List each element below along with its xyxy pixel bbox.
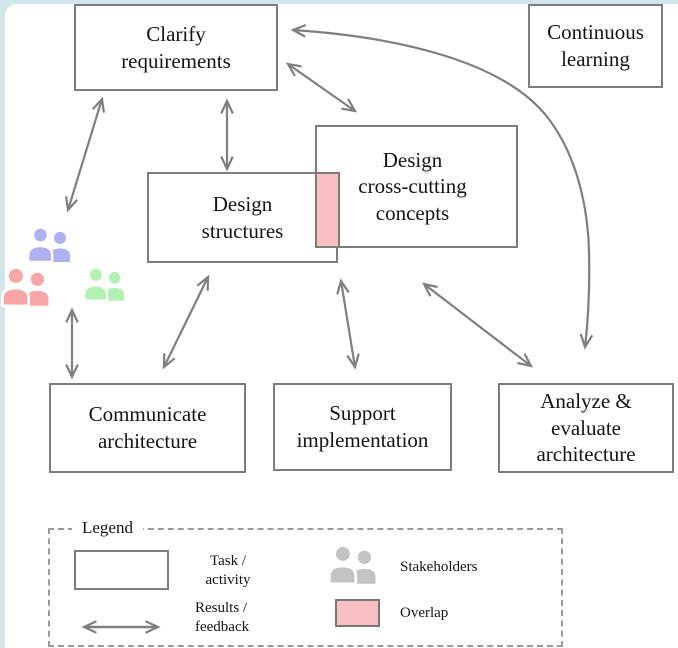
stakeholders-icon-gray (328, 544, 381, 586)
task-box-continuous-learning: Continuous learning (528, 4, 663, 88)
legend-stakeholders-label: Stakeholders (400, 559, 478, 575)
task-label: Design cross-cutting concepts (358, 147, 467, 225)
arrow-clarify-crosscutting (285, 62, 358, 113)
legend-title: Legend (72, 518, 143, 538)
stakeholders-icon-green (83, 266, 129, 303)
legend: Legend Task / activity Results / feedbac… (48, 518, 563, 647)
stakeholders-icon-blue (27, 226, 75, 264)
stakeholders-icon-red (1, 266, 54, 308)
task-box-support-implementation: Support implementation (273, 383, 452, 471)
arrow-stakeholders-clarify (65, 96, 105, 213)
legend-task-box-sample (74, 550, 169, 590)
arrow-structures-communicate (162, 274, 210, 370)
task-label: Clarify requirements (121, 21, 231, 73)
task-box-analyze-evaluate-architecture: Analyze & evaluate architecture (498, 383, 674, 473)
legend-overlap-sample (335, 599, 380, 627)
task-label: Communicate architecture (88, 402, 207, 453)
legend-results-feedback-arrow (81, 620, 161, 634)
arrow-crosscutting-analyze (421, 282, 534, 368)
diagram-canvas: Clarify requirements Continuous learning… (5, 4, 678, 648)
task-box-design-cross-cutting-concepts: Design cross-cutting concepts (315, 125, 518, 248)
task-box-design-structures: Design structures (147, 172, 338, 263)
task-label: Continuous learning (547, 20, 644, 71)
task-label: Design structures (201, 191, 284, 243)
legend-overlap-label: Overlap (400, 605, 449, 621)
task-label: Support implementation (296, 401, 429, 452)
overlap-region (315, 172, 340, 248)
legend-task-label: Task / activity (205, 553, 251, 588)
task-box-clarify-requirements: Clarify requirements (74, 4, 278, 91)
task-label: Analyze & evaluate architecture (536, 389, 636, 467)
arrow-structures-support (336, 278, 360, 370)
legend-results-label: Results / feedback (195, 600, 250, 635)
task-box-communicate-architecture: Communicate architecture (49, 383, 246, 473)
